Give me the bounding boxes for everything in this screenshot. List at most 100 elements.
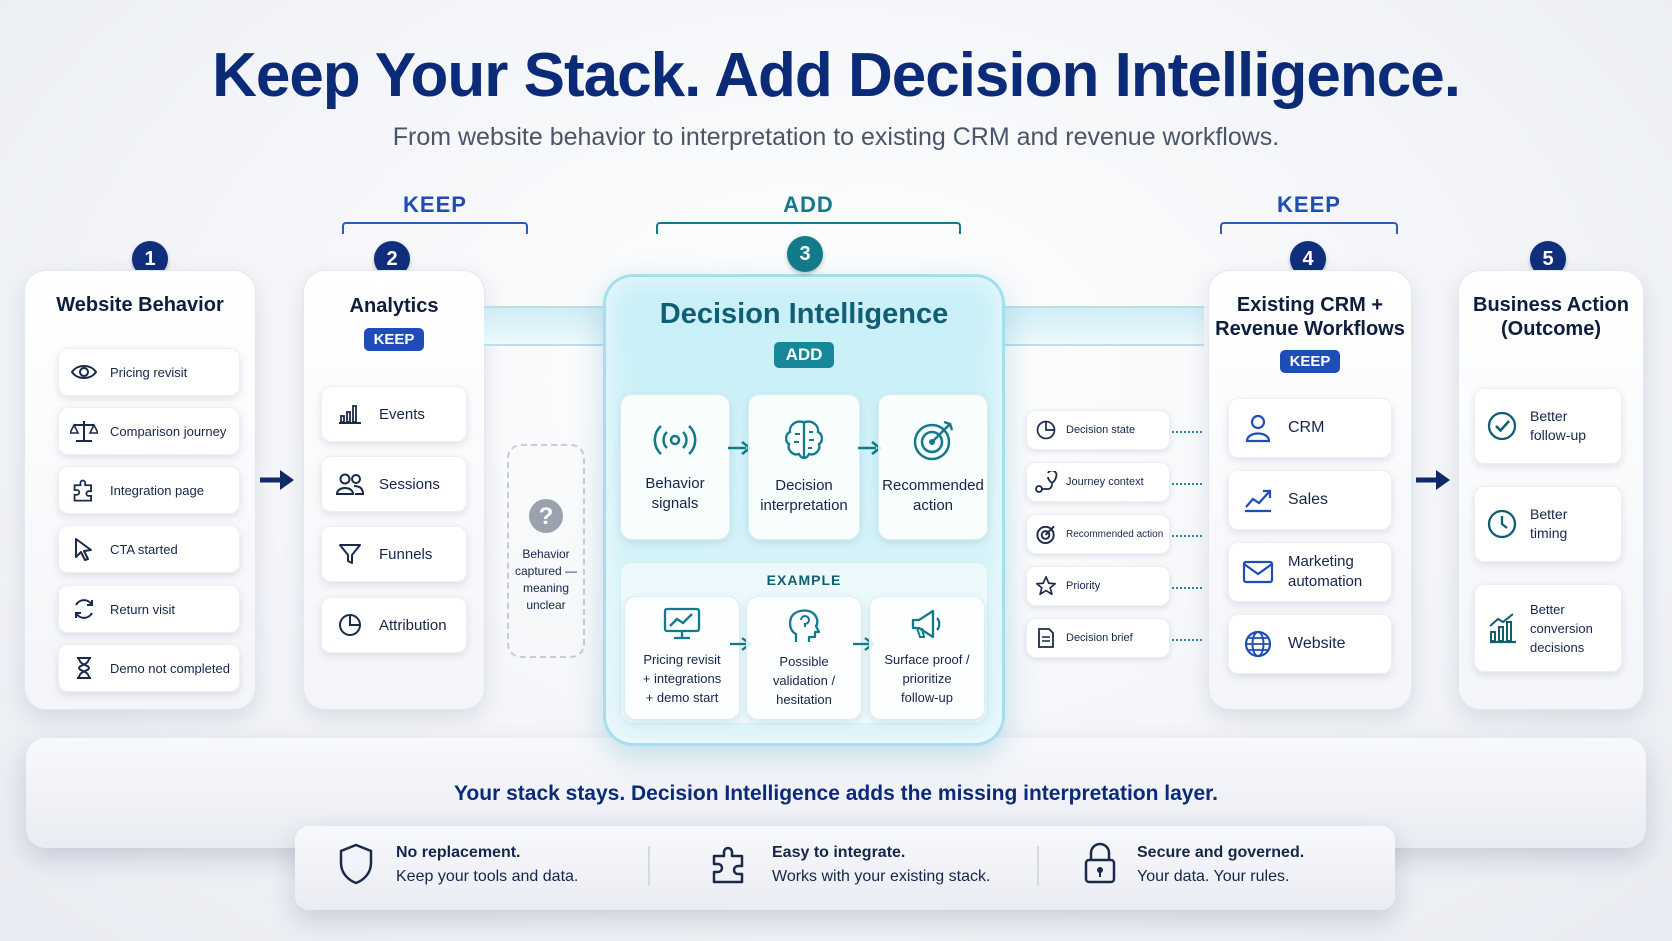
list-item[interactable]: Integration page [58,466,240,514]
list-item-label: Integration page [110,482,204,498]
arrow-right-icon [1414,466,1452,494]
output-priority[interactable]: Priority [1026,566,1170,606]
list-item[interactable]: Pricing revisit [58,348,240,396]
arrow-right-icon [258,466,296,494]
keep-badge: KEEP [1279,350,1341,373]
dotted-connector [1172,535,1202,537]
list-item[interactable]: Events [321,386,467,442]
globe-icon [1228,629,1288,659]
feature-divider [648,846,650,886]
website-behavior-title: Website Behavior [56,294,224,316]
users-icon [321,472,379,496]
lock-icon [1080,840,1120,886]
brain-icon [781,418,827,462]
features-bar [295,826,1395,910]
feature-title-1: No replacement. [396,844,521,861]
trend-chart-icon [1228,487,1288,513]
bracket-right [1220,222,1398,234]
list-item[interactable]: Comparison journey [58,407,240,455]
bracket-center [656,222,961,234]
dotted-connector [1172,483,1202,485]
analytics-title: Analytics [349,295,439,317]
workflow-item-crm[interactable]: CRM [1228,398,1392,458]
workflow-item-website[interactable]: Website [1228,614,1392,674]
shield-icon [336,842,376,886]
dotted-connector [1172,639,1202,641]
mail-icon [1228,560,1288,584]
output-decision-brief[interactable]: Decision brief [1026,618,1170,658]
list-item[interactable]: Attribution [321,597,467,653]
check-circle-icon [1474,410,1530,442]
step-number-3: 3 [787,236,823,272]
target-icon [910,418,956,462]
list-item[interactable]: CTA started [58,525,240,573]
document-icon [1026,627,1066,649]
list-item-label: Funnels [379,545,433,563]
megaphone-icon [907,606,947,642]
list-item[interactable]: Return visit [58,585,240,633]
monitor-chart-icon [662,606,702,642]
list-item-label: Demo not completed [110,660,230,676]
eye-icon [58,362,110,382]
signal-icon [652,420,698,460]
decision-intelligence-title: Decision Intelligence [659,298,949,330]
list-item-label: Pricing revisit [110,364,188,380]
list-item-label: CTA started [110,541,178,557]
user-icon [1228,413,1288,443]
dotted-connector [1172,587,1202,589]
cursor-icon [58,537,110,561]
list-item[interactable]: Funnels [321,526,467,582]
target-icon [1026,523,1066,545]
question-icon: ? [528,498,564,534]
business-action-title: Business Action(Outcome) [1473,294,1629,340]
funnel-icon [321,542,379,566]
add-badge: ADD [773,342,835,368]
feature-title-3: Secure and governed. [1137,844,1305,861]
add-label: ADD [783,192,834,217]
output-decision-state[interactable]: Decision state [1026,410,1170,450]
scale-icon [58,419,110,443]
feature-desc-2: Works with your existing stack. [772,868,991,885]
refresh-icon [58,597,110,621]
hourglass-icon [58,656,110,680]
head-thinking-icon [784,606,824,644]
route-pin-icon [1026,471,1066,493]
output-recommended-action[interactable]: Recommended action [1026,514,1170,554]
pie-chart-icon [321,612,379,638]
list-item-label: Return visit [110,601,176,617]
platform-headline: Your stack stays. Decision Intelligence … [453,782,1219,805]
connector-tube-left [484,306,606,346]
star-icon [1026,575,1066,597]
example-label: EXAMPLE [766,572,842,588]
pie-chart-icon [1026,419,1066,441]
page-title: Keep Your Stack. Add Decision Intelligen… [212,41,1461,110]
crm-title: Existing CRM +Revenue Workflows [1215,294,1405,340]
list-item-label: Events [379,405,425,423]
keep-label-left: KEEP [403,192,467,217]
list-item-label: Comparison journey [110,423,227,439]
clock-icon [1474,508,1530,540]
list-item[interactable]: Demo not completed [58,644,240,692]
feature-title-2: Easy to integrate. [772,844,906,861]
connector-tube-right [1004,306,1204,346]
bar-chart-icon [321,403,379,425]
svg-text:?: ? [539,503,554,530]
growth-chart-icon [1474,612,1530,644]
output-journey-context[interactable]: Journey context [1026,462,1170,502]
gap-note-text: Behavior captured — meaning unclear [514,547,578,612]
keep-badge: KEEP [363,328,425,351]
feature-desc-1: Keep your tools and data. [396,868,579,885]
page-subtitle: From website behavior to interpretation … [392,123,1280,151]
list-item[interactable]: Sessions [321,456,467,512]
workflow-item-sales[interactable]: Sales [1228,470,1392,530]
bracket-left [342,222,528,234]
list-item-label: Attribution [379,616,447,634]
puzzle-icon [58,477,110,503]
